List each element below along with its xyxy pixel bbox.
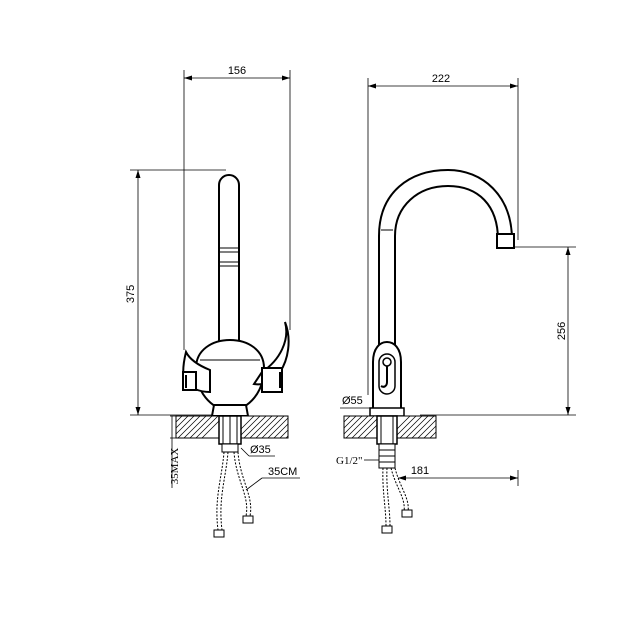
dimension-35max: 35MAX bbox=[169, 415, 181, 488]
dim-dia35-label: Ø35 bbox=[250, 444, 271, 456]
dimension-35cm: 35CM bbox=[245, 466, 300, 491]
side-gooseneck-spout bbox=[378, 168, 515, 346]
dim-35cm-label: 35CM bbox=[268, 466, 297, 478]
front-hoses bbox=[213, 451, 254, 538]
front-shank bbox=[218, 415, 242, 453]
right-handle bbox=[252, 321, 290, 393]
dimension-dia35: Ø35 bbox=[240, 444, 275, 457]
dimension-375: 375 bbox=[125, 169, 226, 416]
dimension-222: 222 bbox=[367, 73, 519, 395]
dim-222-label: 222 bbox=[432, 73, 450, 85]
side-mixer-body bbox=[369, 340, 405, 417]
dim-g12-label: G1/2" bbox=[336, 455, 363, 467]
front-view: 156 375 bbox=[125, 65, 300, 538]
side-shank bbox=[376, 415, 398, 469]
dim-dia55-label: Ø55 bbox=[342, 395, 363, 407]
dimension-256: 256 bbox=[420, 246, 576, 416]
side-hoses bbox=[381, 467, 413, 534]
front-spout bbox=[218, 174, 240, 345]
dim-156-label: 156 bbox=[228, 65, 246, 77]
dimension-g12: G1/2" bbox=[336, 455, 379, 467]
dim-256-label: 256 bbox=[556, 322, 568, 340]
dimension-156: 156 bbox=[183, 65, 291, 350]
front-mixer-body bbox=[194, 338, 266, 417]
side-view: 222 256 Ø55 bbox=[336, 73, 576, 534]
dim-375-label: 375 bbox=[125, 285, 137, 303]
left-handle bbox=[182, 349, 211, 394]
dim-35max-label: 35MAX bbox=[169, 448, 181, 485]
dimension-dia55: Ø55 bbox=[340, 395, 370, 409]
dim-181-label: 181 bbox=[411, 465, 429, 477]
dimension-181: 181 bbox=[398, 465, 519, 486]
